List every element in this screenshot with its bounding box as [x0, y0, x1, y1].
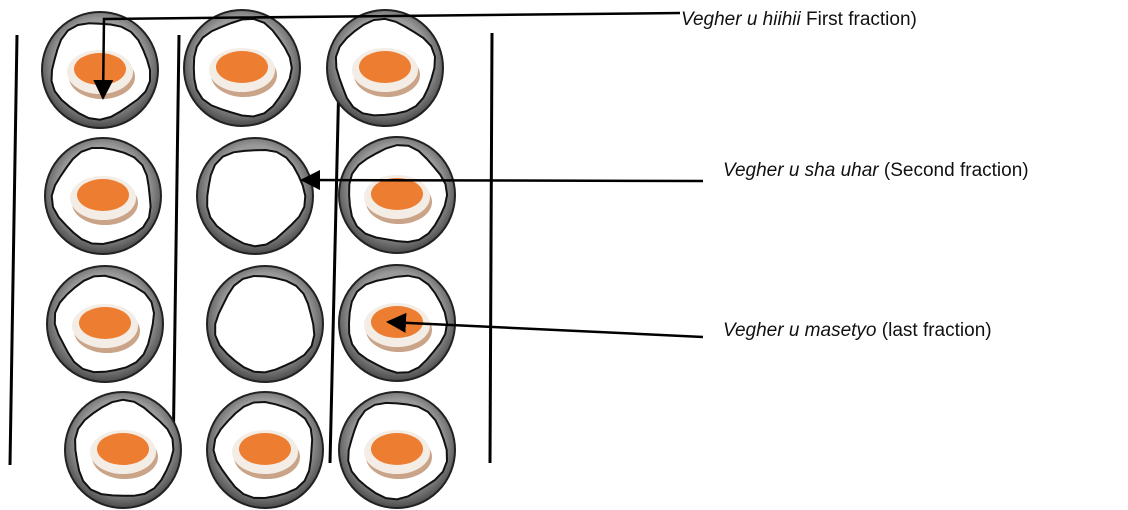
rack-line-4: [488, 32, 494, 464]
sample-fraction: [371, 178, 423, 210]
label-first-fraction: Vegher u hiihii First fraction): [681, 9, 917, 31]
sample-plates: [41, 9, 456, 509]
plate-well: [214, 274, 316, 374]
sample-fraction: [97, 433, 149, 465]
plate-well: [206, 148, 307, 248]
arrow-first-fraction: [93, 11, 681, 100]
plate-r4-c3: [338, 391, 456, 509]
label-second-fraction: Vegher u sha uhar (Second fraction): [723, 160, 1029, 182]
plate-r4-c1: [64, 391, 182, 509]
sample-fraction: [239, 433, 291, 465]
arrow-last-fraction: [386, 312, 704, 339]
label-second-english: (Second fraction): [878, 160, 1029, 181]
sample-fraction: [79, 307, 131, 339]
plate-r1-c3: [326, 9, 444, 127]
sample-fraction: [77, 179, 129, 211]
label-second-local: Vegher u sha uhar: [723, 160, 879, 181]
arrows: [93, 11, 704, 339]
plate-r2-c3: [338, 136, 456, 254]
label-last-english: (last fraction): [876, 320, 992, 341]
rack-line-1: [8, 34, 19, 466]
rack-line-2: [171, 34, 181, 464]
rack-line-3: [328, 32, 342, 464]
arrow-second-fraction: [300, 170, 704, 191]
plate-r1-c2: [183, 9, 301, 127]
plate-r2-c2: [196, 137, 314, 255]
sample-fraction: [216, 51, 268, 83]
label-first-english: First fraction): [800, 9, 917, 30]
label-last-fraction: Vegher u masetyo (last fraction): [723, 320, 992, 342]
sample-fraction: [359, 51, 411, 83]
plate-r1-c1: [41, 11, 159, 129]
label-first-local: Vegher u hiihii: [681, 9, 801, 30]
rack-lines: [8, 32, 494, 466]
plate-r4-c2: [206, 391, 324, 509]
plate-r2-c1: [44, 137, 162, 255]
sample-fraction: [74, 53, 126, 85]
sample-fraction: [371, 433, 423, 465]
plate-r3-c1: [46, 265, 164, 383]
plate-r3-c2: [206, 265, 324, 383]
label-last-local: Vegher u masetyo: [723, 320, 877, 341]
